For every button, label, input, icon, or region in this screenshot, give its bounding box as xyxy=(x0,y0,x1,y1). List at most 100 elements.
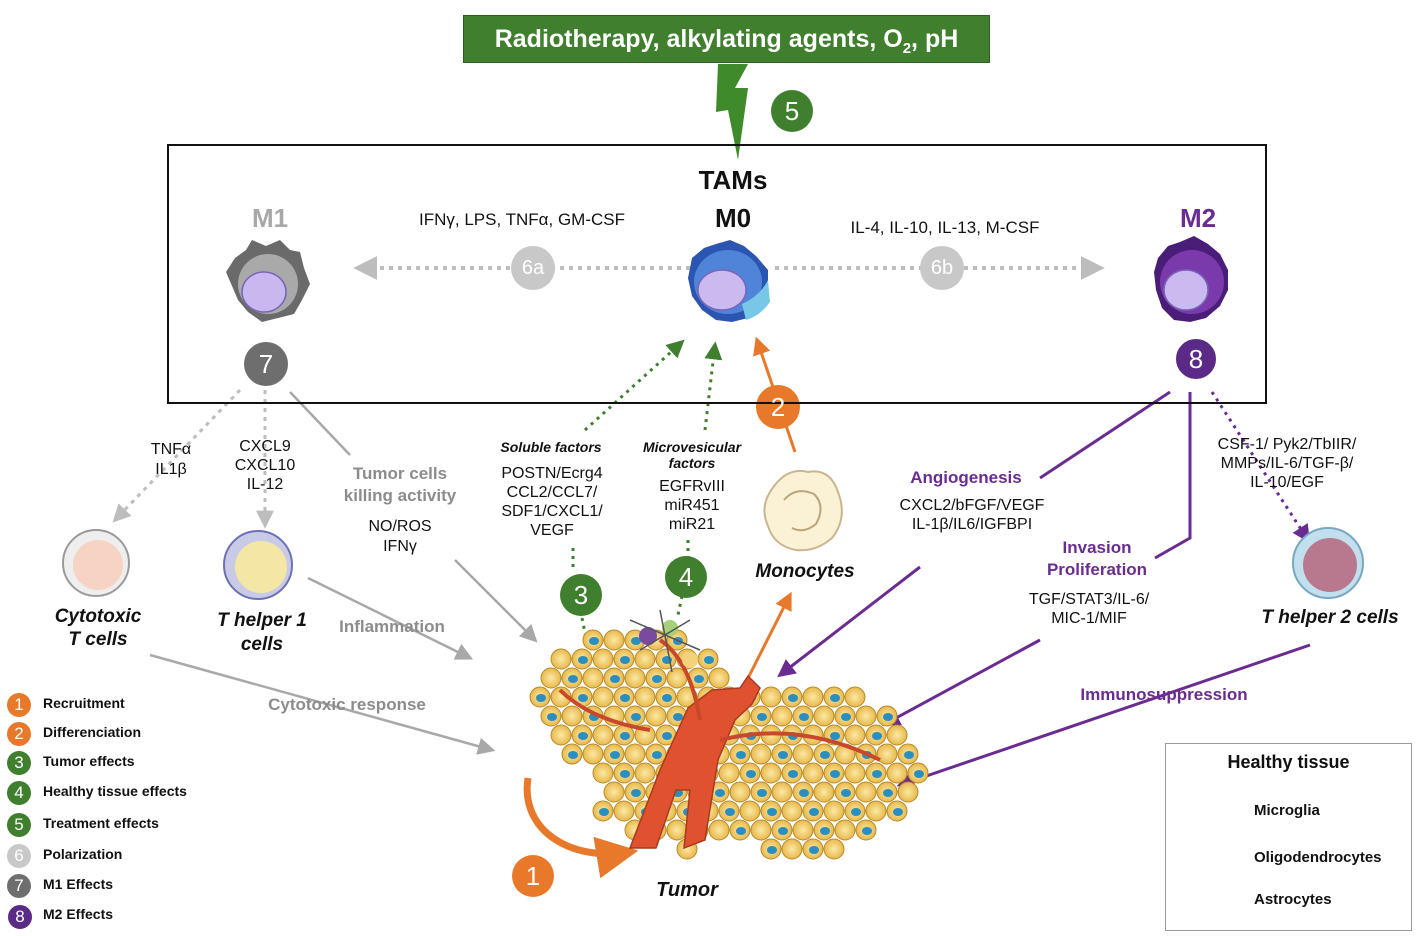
noros-line2: IFNγ xyxy=(383,538,417,555)
tumor-cell-nucleus xyxy=(883,713,893,721)
tumor-cell xyxy=(802,762,824,784)
soluble-item-3: SDF1/CXCL1/ xyxy=(501,503,603,520)
tumor-cell xyxy=(750,743,772,765)
badge-4-label: 4 xyxy=(678,562,694,592)
cytotoxic-response-label: Cytotoxic response xyxy=(268,695,426,714)
tumor-cell xyxy=(897,781,919,803)
badge-6b xyxy=(920,246,964,290)
microves-item-1: EGFRvIII xyxy=(659,478,725,495)
inflammation-label: Inflammation xyxy=(339,617,445,636)
m2-polarization-factors: IL-4, IL-10, IL-13, M-CSF xyxy=(850,218,1040,237)
tumor-cell-nucleus xyxy=(620,656,630,664)
legend-number-badge: 8 xyxy=(7,904,33,930)
badge-8-label: 8 xyxy=(1188,344,1204,374)
badge-5-label: 5 xyxy=(784,96,800,126)
cytotoxic-t-cell-icon xyxy=(62,529,130,597)
m2-label: M2 xyxy=(1179,203,1217,233)
noros-line1: NO/ROS xyxy=(368,518,432,535)
cytotoxic-cells-line1: Cytotoxic xyxy=(54,606,142,627)
tumor-label: Tumor xyxy=(656,879,718,901)
microves-title-line1: Microvesicular xyxy=(642,439,742,455)
cxcl-line2: CXCL10 xyxy=(234,457,296,474)
tumor-cell-nucleus xyxy=(589,637,599,645)
lightning-bolt-icon xyxy=(716,64,748,160)
tumor-cell-nucleus xyxy=(820,827,830,835)
tumor-cell xyxy=(813,705,835,727)
tumor-cell xyxy=(603,629,625,651)
m1-macrophage-icon xyxy=(226,240,310,322)
cytotoxic-cells-line2: T cells xyxy=(68,629,128,650)
tumor-cell-nucleus xyxy=(568,751,578,759)
tumor-cell xyxy=(592,686,614,708)
th1-cells-line2: cells xyxy=(240,634,284,655)
tumor-cell xyxy=(781,838,803,860)
treatment-banner: Radiotherapy, alkylating agents, O2, pH xyxy=(463,15,990,63)
tumor-cell-nucleus xyxy=(631,789,641,797)
tumor-cell xyxy=(666,819,688,841)
arrow-tumor-to-monocytes xyxy=(740,591,792,691)
badge-5 xyxy=(771,90,813,132)
tumor-cell-nucleus xyxy=(578,656,588,664)
badge-1-label: 1 xyxy=(525,861,541,891)
tumor-cell xyxy=(855,781,877,803)
tumor-cell xyxy=(739,800,761,822)
tumor-cell-nucleus xyxy=(547,713,557,721)
tumor-cell-nucleus xyxy=(830,694,840,702)
tumor-cell xyxy=(813,781,835,803)
legend-label: Tumor effects xyxy=(43,753,135,769)
tnf-il1b-line2: IL1β xyxy=(155,461,187,478)
csf-item-2: MMPs/IL-6/TGF-β/ xyxy=(1220,455,1354,472)
tumor-cell xyxy=(634,762,656,784)
tumor-cell xyxy=(865,800,887,822)
tumor-cell xyxy=(718,762,740,784)
legend-number-badge: 3 xyxy=(7,751,31,775)
m0-macrophage-icon xyxy=(688,240,770,322)
tams-box xyxy=(167,144,1267,404)
tumor-cell-nucleus xyxy=(757,713,767,721)
tumor-cell-nucleus xyxy=(536,694,546,702)
tumor-mass-icon xyxy=(529,629,929,860)
glia-cluster-icon xyxy=(629,609,701,673)
tumor-cell-nucleus xyxy=(652,675,662,683)
tumor-cell-nucleus xyxy=(893,808,903,816)
badge-4 xyxy=(665,556,707,598)
tumor-cell xyxy=(550,686,572,708)
blood-vessel-icon xyxy=(558,638,881,850)
tumor-cell xyxy=(844,724,866,746)
legend-label: Recruitment xyxy=(43,695,125,711)
tumor-cell-nucleus xyxy=(830,732,840,740)
tumor-cell-nucleus xyxy=(809,808,819,816)
oligodendrocytes-label: Oligodendrocytes xyxy=(1254,849,1382,866)
badge-8 xyxy=(1174,337,1218,381)
tumor-cell-nucleus xyxy=(704,656,714,664)
tumor-cell-nucleus xyxy=(767,808,777,816)
tumor-cell xyxy=(729,781,751,803)
badge-3-label: 3 xyxy=(573,580,589,610)
tumor-cell-nucleus xyxy=(631,713,641,721)
healthy-tissue-title: Healthy tissue xyxy=(1227,752,1350,772)
tumor-cell-nucleus xyxy=(736,751,746,759)
tumor-cell xyxy=(855,705,877,727)
tumor-cell-nucleus xyxy=(883,789,893,797)
microves-item-2: miR451 xyxy=(664,497,720,514)
tumor-cell xyxy=(886,724,908,746)
tumor-cell-nucleus xyxy=(578,732,588,740)
legend-number-badge: 4 xyxy=(7,781,31,805)
tumor-cell xyxy=(823,838,845,860)
tumor-cell-nucleus xyxy=(862,827,872,835)
tumor-cell xyxy=(760,762,782,784)
arrow-microves-to-m0 xyxy=(703,341,723,431)
t-helper-1-cell-icon xyxy=(223,530,293,600)
invasion-item-1: TGF/STAT3/IL-6/ xyxy=(1028,591,1150,608)
legend-item: 3 Tumor effects xyxy=(5,750,245,776)
badge-6a-label: 6a xyxy=(521,257,545,279)
tumor-cell-nucleus xyxy=(746,770,756,778)
invasion-line2: Proliferation xyxy=(1046,560,1148,579)
invasion-line1: Invasion xyxy=(1062,538,1132,557)
arrow-th2-to-tumor xyxy=(896,643,1311,789)
